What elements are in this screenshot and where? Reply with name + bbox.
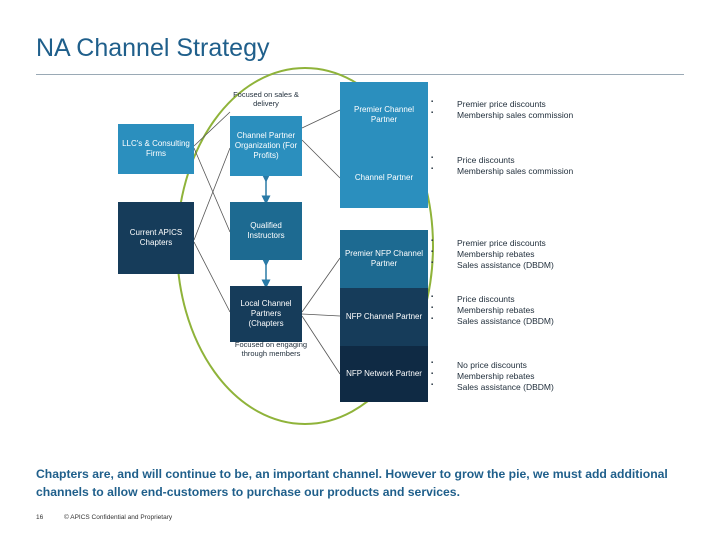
bullet-item: Membership rebates [430,305,590,316]
qualified-instructors-box: Qualified Instructors [230,202,302,260]
tier-box-nfp-network-partner: NFP Network Partner [340,346,428,402]
connector-chapters-to-local [193,241,231,313]
tier-bullets-nfp-network-partner: No price discounts Membership rebates Sa… [430,360,590,393]
connector-local-to-nfp [301,313,341,317]
channel-partner-org-box: Channel Partner Organization (For Profit… [230,116,302,176]
tier-bullets-premier-channel-partner: Premier price discounts Membership sales… [430,99,580,121]
tier-box-premier-nfp-channel-partner: Premier NFP Channel Partner [340,230,428,288]
note-engaging-members: Focused on engaging through members [234,340,308,359]
tier-bullets-premier-nfp-channel-partner: Premier price discounts Membership rebat… [430,238,590,271]
current-chapters-box: Current APICS Chapters [118,202,194,274]
footer-message: Chapters are, and will continue to be, a… [36,467,668,499]
bullet-item: No price discounts [430,360,590,371]
tier-bullets-channel-partner: Price discounts Membership sales commiss… [430,155,580,177]
bullet-item: Membership sales commission [430,166,580,177]
tier-box-nfp-channel-partner: NFP Channel Partner [340,288,428,346]
tier-bullets-nfp-channel-partner: Price discounts Membership rebates Sales… [430,294,590,327]
bullet-item: Sales assistance (DBDM) [430,316,590,327]
bullet-item: Premier price discounts [430,99,580,110]
llcs-consulting-box: LLC's & Consulting Firms [118,124,194,174]
bullet-item: Price discounts [430,294,590,305]
bullet-item: Premier price discounts [430,238,590,249]
bullet-item: Sales assistance (DBDM) [430,260,590,271]
slide-title: NA Channel Strategy [36,34,270,62]
bullet-item: Membership rebates [430,249,590,260]
connector-org-to-channel [301,139,341,179]
page-number: 16 [36,514,44,521]
connector-org-to-premier [301,109,341,129]
connector-local-to-premier-nfp [301,257,341,313]
bullet-item: Sales assistance (DBDM) [430,382,590,393]
connector-llcs-to-chapters [193,147,231,233]
bullet-item: Membership sales commission [430,110,580,121]
local-channel-partners-box: Local Channel Partners (Chapters [230,286,302,342]
note-sales-delivery: Focused on sales & delivery [233,90,299,109]
connector-llcs-to-org [193,111,231,147]
title-divider [36,74,684,75]
tier-box-channel-partner: Channel Partner [340,148,428,208]
connector-local-to-network [301,315,341,375]
connector-chapters-to-org [193,147,231,241]
bullet-item: Price discounts [430,155,580,166]
copyright-notice: © APICS Confidential and Proprietary [64,514,173,521]
bullet-item: Membership rebates [430,371,590,382]
tier-box-premier-channel-partner: Premier Channel Partner [340,82,428,148]
